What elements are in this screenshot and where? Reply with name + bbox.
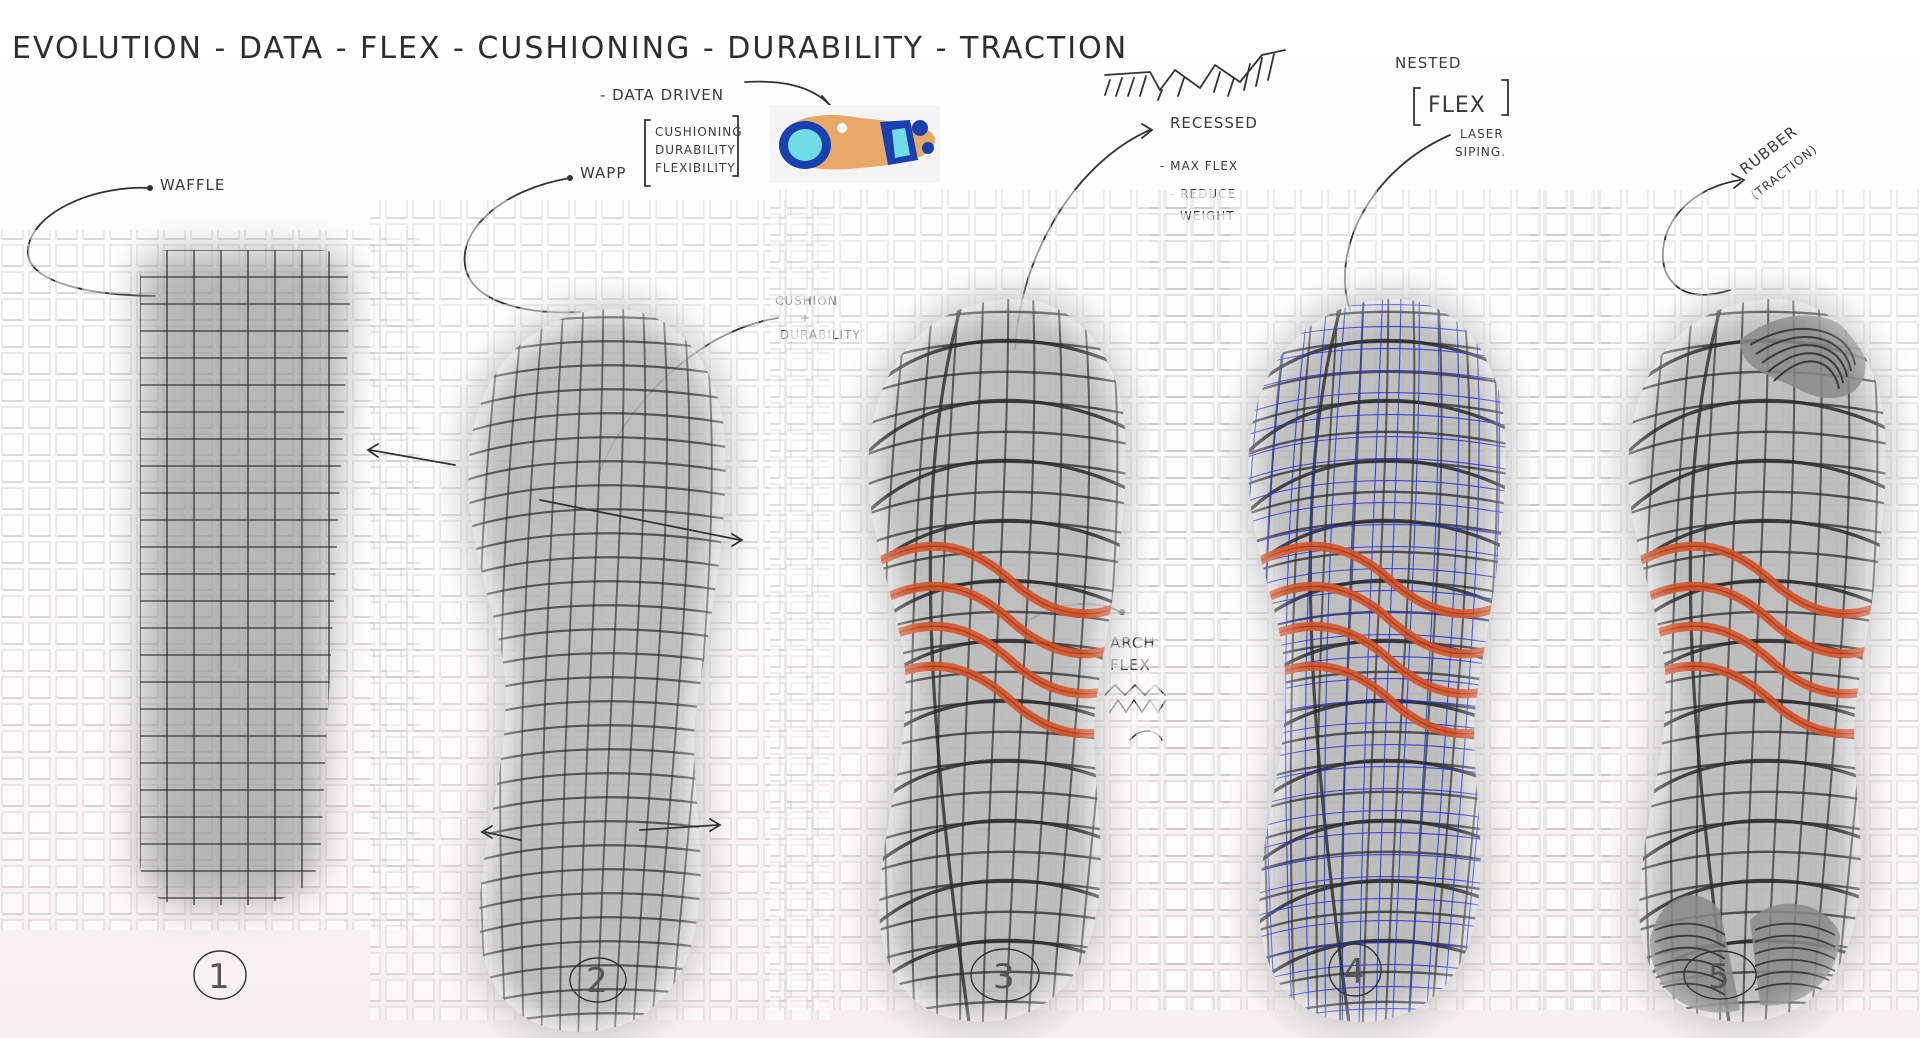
- laser-label: LASER: [1460, 127, 1504, 141]
- pressure-heatmap: [770, 105, 940, 183]
- max-flex-label: - MAX FLEX: [1160, 159, 1238, 173]
- recessed-label: RECESSED: [1170, 114, 1258, 132]
- svg-text:3: 3: [993, 957, 1016, 997]
- step-number-3: 3: [970, 948, 1040, 1002]
- step-number-2: 2: [569, 957, 627, 1003]
- siping-label: SIPING.: [1455, 145, 1506, 159]
- data-driven-annotation: - DATA DRIVEN: [600, 80, 834, 109]
- outsole-step-2: [366, 200, 830, 1038]
- step-number-4: 4: [1328, 943, 1382, 997]
- outsole-step-5: [1530, 190, 1920, 1029]
- outsole-step-4: [1150, 190, 1610, 1029]
- wapp-annotation: WAPP CUSHIONING DURABILITY FLEXIBILITY: [463, 115, 743, 314]
- wapp-list-item: CUSHIONING: [655, 125, 743, 139]
- outsole-step-1: [0, 230, 420, 930]
- wapp-label: WAPP: [580, 164, 626, 182]
- waffle-label: WAFFLE: [160, 176, 225, 194]
- step-number-1: 1: [193, 950, 247, 1000]
- data-driven-arrow: [744, 80, 831, 106]
- svg-text:2: 2: [586, 961, 609, 1001]
- recessed-arrowhead: [1141, 123, 1154, 139]
- wapp-list-item: DURABILITY: [655, 143, 736, 157]
- step-number-5: 5: [1683, 950, 1757, 1000]
- rubber-arrowhead: [1731, 173, 1746, 189]
- flex-bracket-left: [1413, 87, 1421, 126]
- flex-label: FLEX: [1428, 93, 1486, 118]
- nested-label: NESTED: [1395, 54, 1461, 72]
- flex-bracket-right: [1501, 79, 1509, 116]
- svg-text:5: 5: [1708, 957, 1731, 997]
- page-title: EVOLUTION - DATA - FLEX - CUSHIONING - D…: [12, 31, 1128, 66]
- svg-text:1: 1: [208, 957, 231, 997]
- data-driven-label: - DATA DRIVEN: [600, 86, 724, 104]
- recessed-profile-sketch: [1104, 49, 1286, 101]
- wapp-bracket-right: [732, 115, 739, 177]
- wapp-list-item: FLEXIBILITY: [655, 161, 736, 175]
- wapp-bracket-left: [644, 119, 651, 187]
- svg-text:4: 4: [1343, 952, 1366, 992]
